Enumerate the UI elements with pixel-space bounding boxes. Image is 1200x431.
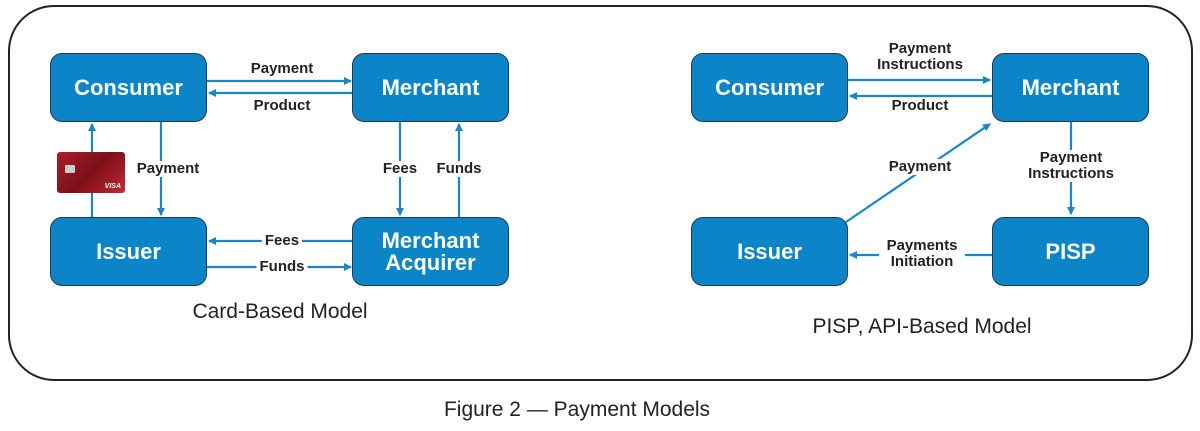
card-brand-logo: VISA (104, 183, 121, 190)
box-pisp-issuer: Issuer (691, 217, 848, 286)
label-payment-instructions: Payment Instructions (872, 41, 968, 73)
label-pisp-product: Product (888, 98, 952, 114)
card-chip-icon (65, 165, 75, 173)
diagram-frame (8, 5, 1193, 381)
box-merchant: Merchant (352, 53, 509, 122)
credit-card-image: VISA (57, 152, 125, 193)
label-payment-side: Payment (133, 161, 203, 177)
label-payment: Payment (247, 61, 317, 77)
label-fees: Fees (379, 161, 421, 177)
label-funds: Funds (433, 161, 485, 177)
card-model-title: Card-Based Model (192, 300, 368, 323)
label-payments-initiation: Payments Initiation (879, 238, 965, 270)
figure-caption: Figure 2 — Payment Models (443, 398, 711, 421)
label-funds-right: Funds (256, 259, 308, 275)
label-pisp-payment: Payment (885, 159, 955, 175)
box-pisp-consumer: Consumer (691, 53, 848, 122)
box-pisp-merchant: Merchant (992, 53, 1149, 122)
box-pisp: PISP (992, 217, 1149, 286)
box-consumer: Consumer (50, 53, 207, 122)
box-issuer: Issuer (50, 217, 207, 286)
box-merchant-acquirer: Merchant Acquirer (352, 217, 509, 286)
label-fees-left: Fees (261, 233, 303, 249)
pisp-model-title: PISP, API-Based Model (812, 315, 1032, 338)
label-product: Product (250, 98, 314, 114)
label-payment-instructions-side: Payment Instructions (1023, 150, 1119, 182)
